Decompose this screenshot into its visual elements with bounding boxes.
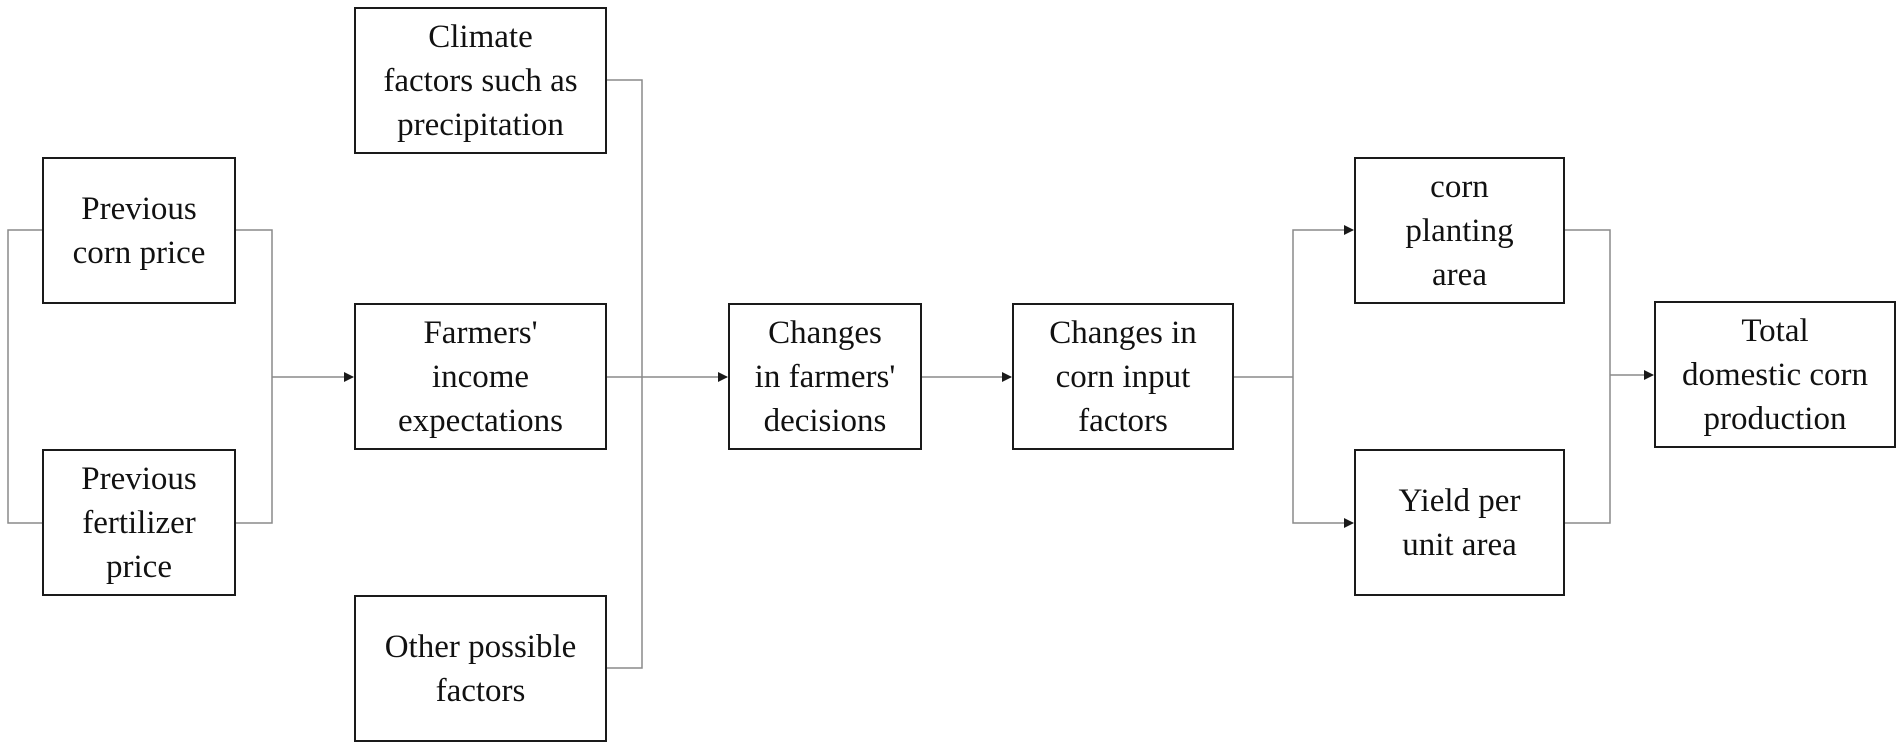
node-input-factors: Changes in corn input factors (1012, 303, 1234, 450)
price-merge-bracket (235, 229, 273, 524)
node-planting-area: corn planting area (1354, 157, 1565, 304)
node-previous-fertilizer-price: Previous fertilizer price (42, 449, 236, 596)
arrow-to-yield (1292, 377, 1354, 528)
node-label: Yield per unit area (1398, 482, 1521, 563)
node-climate-factors: Climate factors such as precipitation (354, 7, 607, 154)
output-merge-bracket (1564, 229, 1611, 524)
left-bracket (7, 229, 42, 524)
node-farmer-decisions: Changes in farmers' decisions (728, 303, 922, 450)
node-label: Previous fertilizer price (81, 460, 197, 585)
arrow-to-planting-area (1292, 225, 1354, 377)
node-previous-corn-price: Previous corn price (42, 157, 236, 304)
node-yield-per-unit-area: Yield per unit area (1354, 449, 1565, 596)
node-label: Other possible factors (384, 628, 577, 709)
node-label: Climate factors such as precipitation (383, 18, 578, 143)
node-label: Changes in farmers' decisions (754, 314, 896, 439)
node-label: corn planting area (1405, 168, 1514, 293)
node-income-expectations: Farmers' income expectations (354, 303, 607, 450)
node-total-production: Total domestic corn production (1654, 301, 1896, 448)
node-other-factors: Other possible factors (354, 595, 607, 742)
node-label: Changes in corn input factors (1049, 314, 1197, 439)
node-label: Total domestic corn production (1681, 312, 1869, 437)
node-label: Previous corn price (72, 190, 206, 271)
factors-merge-bracket (606, 79, 643, 669)
node-label: Farmers' income expectations (398, 314, 563, 439)
